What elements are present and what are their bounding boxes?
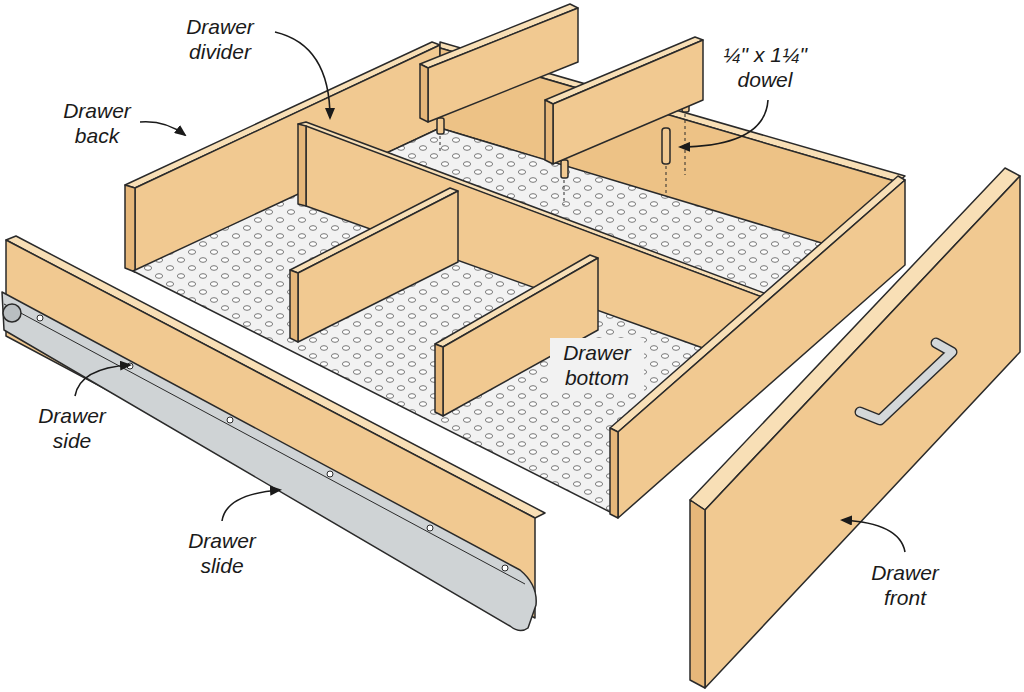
part-label: Drawer bottom [550, 338, 644, 392]
part-label: Drawer front [860, 560, 950, 610]
part-label: Drawer slide [177, 528, 267, 578]
part-label: Drawer divider [170, 14, 270, 64]
part-label: Drawer side [27, 403, 117, 453]
part-label: Drawer back [52, 98, 142, 148]
part-label: ¼" x 1¼" dowel [715, 42, 815, 92]
leader-lines [75, 32, 905, 552]
